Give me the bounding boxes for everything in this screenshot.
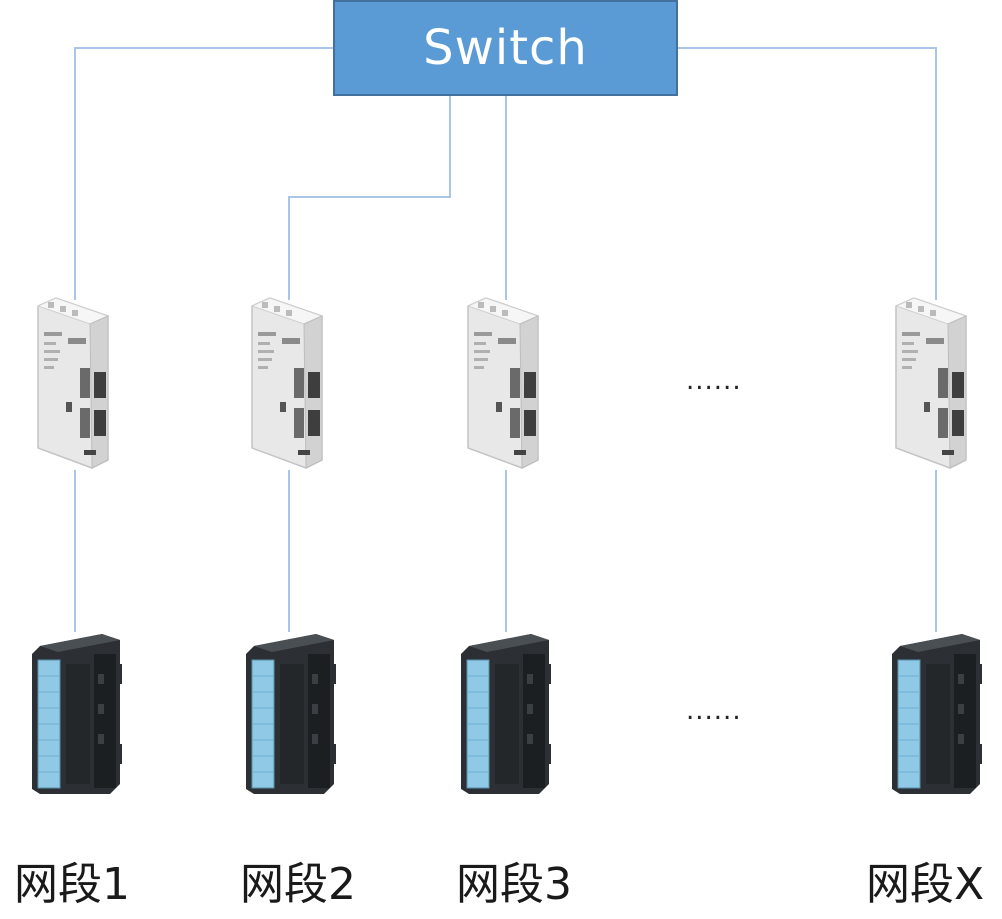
- plc-io-module-icon: [31, 633, 123, 795]
- gateway-device-icon: [895, 297, 967, 469]
- gateway-device-icon: [251, 297, 323, 469]
- segment-label-3: 网段3: [456, 859, 572, 910]
- gateway-device-icon: [37, 297, 109, 469]
- gateway-row-ellipsis: ......: [686, 366, 742, 396]
- plc-io-module-icon: [891, 633, 983, 795]
- segment-label-x: 网段X: [866, 859, 985, 910]
- segment-label-1: 网段1: [14, 859, 130, 910]
- switch-label: Switch: [423, 20, 588, 76]
- module-links: [74, 470, 937, 632]
- module-row-ellipsis: ......: [686, 696, 742, 726]
- link-switch-segment-x: [678, 47, 937, 300]
- link-switch-segment-1: [74, 47, 333, 300]
- gateway-device-icon: [467, 297, 539, 469]
- plc-io-module-icon: [460, 633, 552, 795]
- plc-io-module-icon: [245, 633, 337, 795]
- switch-node: Switch: [333, 0, 678, 96]
- switch-links: [74, 47, 937, 300]
- link-switch-segment-2: [288, 96, 451, 300]
- segment-label-2: 网段2: [240, 859, 356, 910]
